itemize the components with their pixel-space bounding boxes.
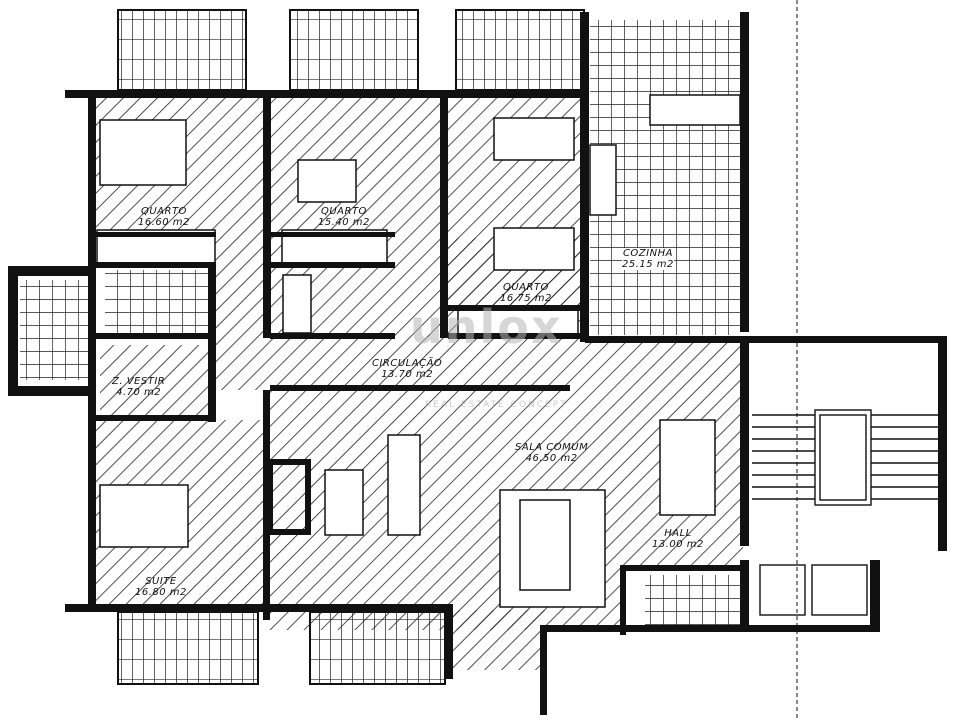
stairwell <box>750 0 945 720</box>
balconies-top <box>117 9 585 91</box>
watermark-logo: unlox <box>410 300 563 354</box>
walls <box>8 12 947 715</box>
watermark-tagline: REAL ESTATE CONCEPT <box>425 400 568 410</box>
